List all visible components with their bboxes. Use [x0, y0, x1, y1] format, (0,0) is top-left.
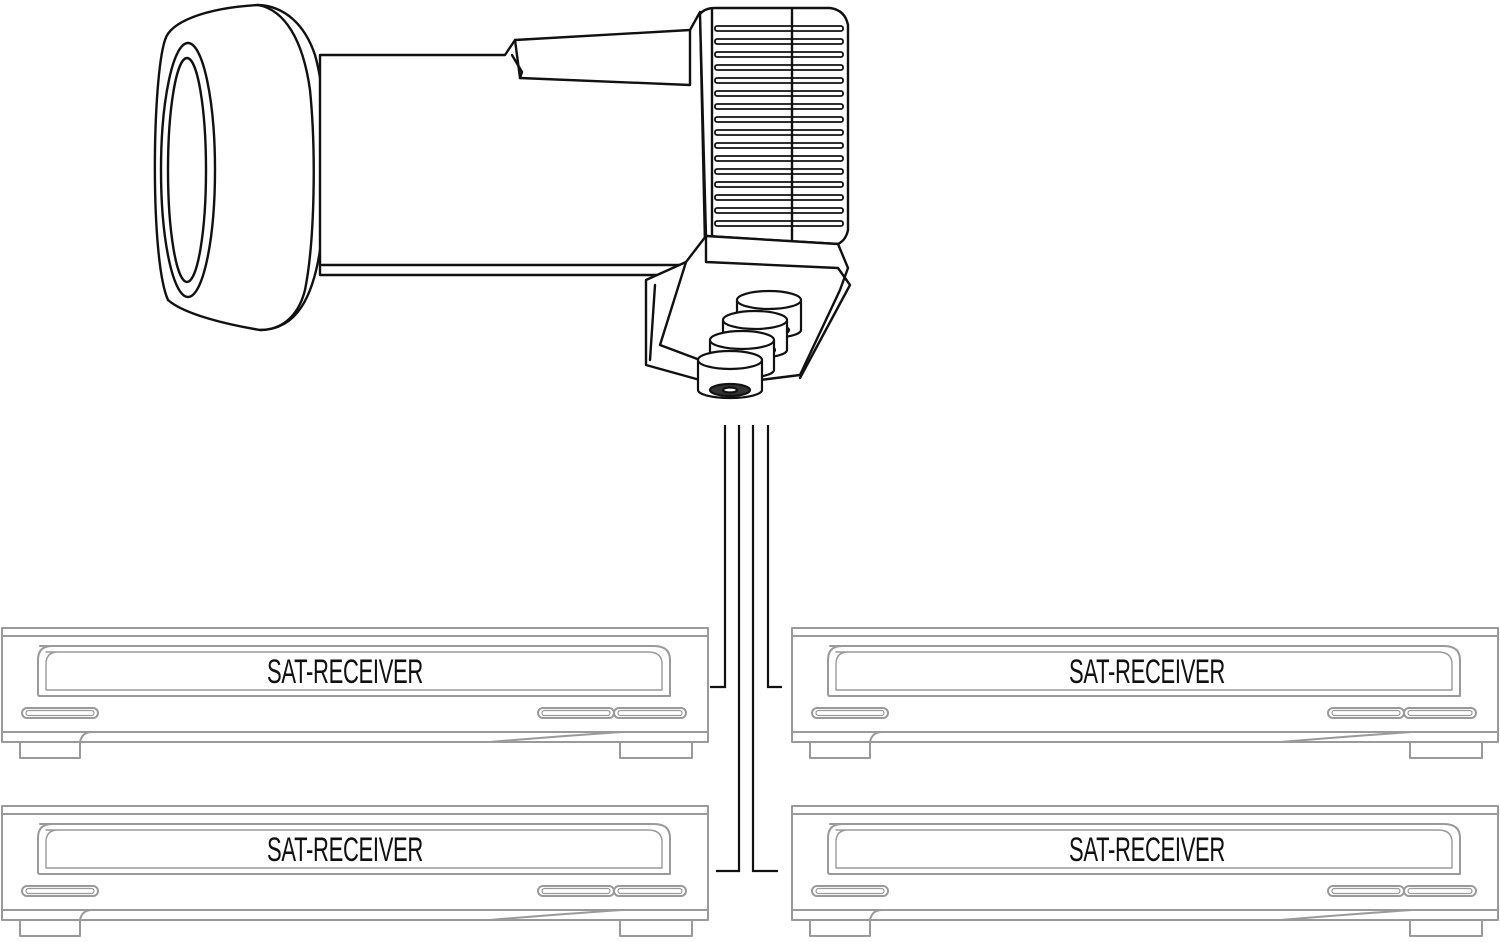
lnb-housing — [698, 6, 850, 246]
lnb-body — [318, 10, 707, 277]
receiver-label: SAT-RECEIVER — [267, 831, 423, 869]
receiver-label: SAT-RECEIVER — [267, 653, 423, 691]
receiver-top-right: SAT-RECEIVER — [791, 627, 1499, 759]
receiver-bottom-left: SAT-RECEIVER — [1, 805, 709, 937]
cable-4 — [751, 425, 778, 873]
coax-cables — [710, 425, 782, 873]
f-connectors — [696, 289, 803, 400]
feed-horn — [153, 3, 328, 332]
cooling-fins — [714, 25, 844, 227]
cable-2 — [766, 425, 782, 689]
receiver-label: SAT-RECEIVER — [1069, 653, 1225, 691]
receiver-bottom-right: SAT-RECEIVER — [791, 805, 1499, 937]
receiver-label: SAT-RECEIVER — [1069, 831, 1225, 869]
cable-3 — [716, 425, 741, 873]
cable-1 — [710, 425, 727, 689]
receiver-top-left: SAT-RECEIVER — [1, 627, 709, 759]
f-connector — [696, 349, 764, 400]
quad-lnb-icon — [153, 3, 852, 400]
